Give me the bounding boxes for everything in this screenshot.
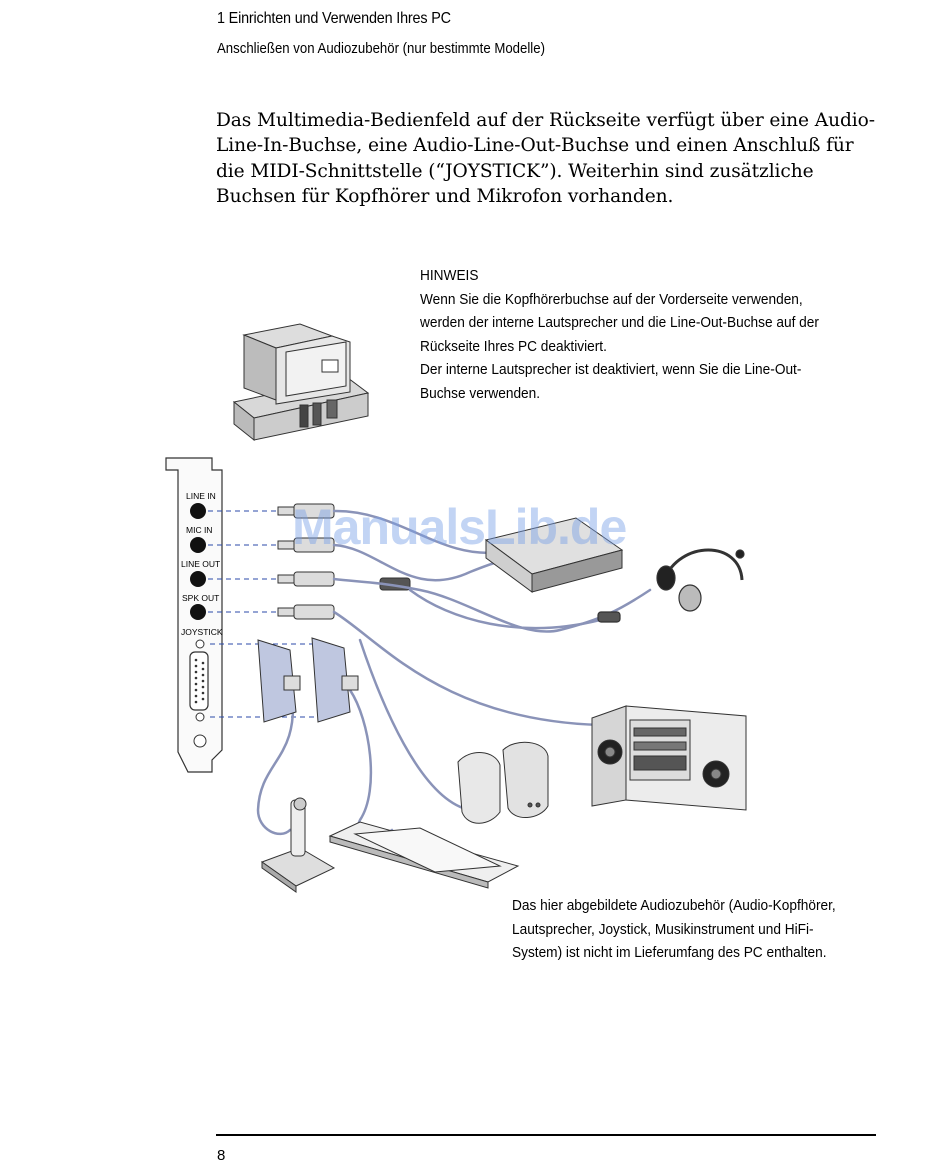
- section-header: Anschließen von Audiozubehör (nur bestim…: [217, 40, 545, 57]
- hifi-system-illustration: [591, 705, 747, 811]
- caption-line: System) ist nicht im Lieferumfang des PC…: [512, 944, 827, 962]
- intro-line: die MIDI-Schnittstelle (“JOYSTICK”). Wei…: [216, 160, 814, 182]
- port-label: LINE IN: [186, 491, 216, 501]
- note-line: werden der interne Lautsprecher und die …: [420, 314, 819, 332]
- audio-jacks: [190, 503, 206, 620]
- computer-illustration: [232, 323, 370, 442]
- note-line: Wenn Sie die Kopfhörerbuchse auf der Vor…: [420, 290, 803, 308]
- joystick-illustration: [260, 797, 336, 893]
- note-line: Rückseite Ihres PC deaktiviert.: [420, 337, 607, 355]
- note-box: HINWEIS Wenn Sie die Kopfhörerbuchse auf…: [420, 264, 843, 406]
- intro-paragraph: Das Multimedia-Bedienfeld auf der Rückse…: [216, 108, 896, 209]
- rack-device-illustration: [484, 517, 624, 593]
- port-label: SPK OUT: [182, 593, 219, 603]
- spk-out-jack: [190, 604, 206, 620]
- note-line: Buchse verwenden.: [420, 384, 541, 402]
- line-out-jack: [190, 571, 206, 587]
- caption-line: Das hier abgebildete Audiozubehör (Audio…: [512, 897, 836, 914]
- joystick-port: [189, 639, 209, 722]
- line-in-jack: [190, 503, 206, 519]
- chapter-header: 1 Einrichten und Verwenden Ihres PC: [217, 10, 451, 27]
- note-line: Der interne Lautsprecher ist deaktiviert…: [420, 361, 802, 379]
- port-label: LINE OUT: [181, 559, 220, 569]
- intro-line: Buchsen für Kopfhörer und Mikrofon vorha…: [216, 185, 674, 207]
- intro-line: Line-In-Buchse, eine Audio-Line-Out-Buch…: [216, 135, 854, 157]
- speakers-illustration: [457, 741, 549, 824]
- intro-line: Das Multimedia-Bedienfeld auf der Rückse…: [216, 110, 875, 131]
- joystick-connectors: [257, 637, 359, 723]
- port-label: JOYSTICK: [181, 627, 223, 637]
- headphones-illustration: [597, 548, 745, 623]
- figure-caption: Das hier abgebildete Audiozubehör (Audio…: [512, 894, 890, 965]
- footer-rule: [216, 1134, 876, 1136]
- watermark: ManualsLib.de: [292, 499, 627, 555]
- connection-guides: [208, 510, 330, 718]
- audio-plugs: [277, 503, 411, 620]
- port-label: MIC IN: [186, 525, 212, 535]
- caption-line: Lautsprecher, Joystick, Musikinstrument …: [512, 920, 814, 938]
- port-labels: LINE IN MIC IN LINE OUT SPK OUT JOYSTICK: [181, 491, 223, 637]
- page-number: 8: [217, 1147, 226, 1164]
- keyboard-illustration: [328, 821, 520, 889]
- note-title: HINWEIS: [420, 267, 479, 284]
- mic-in-jack: [190, 537, 206, 553]
